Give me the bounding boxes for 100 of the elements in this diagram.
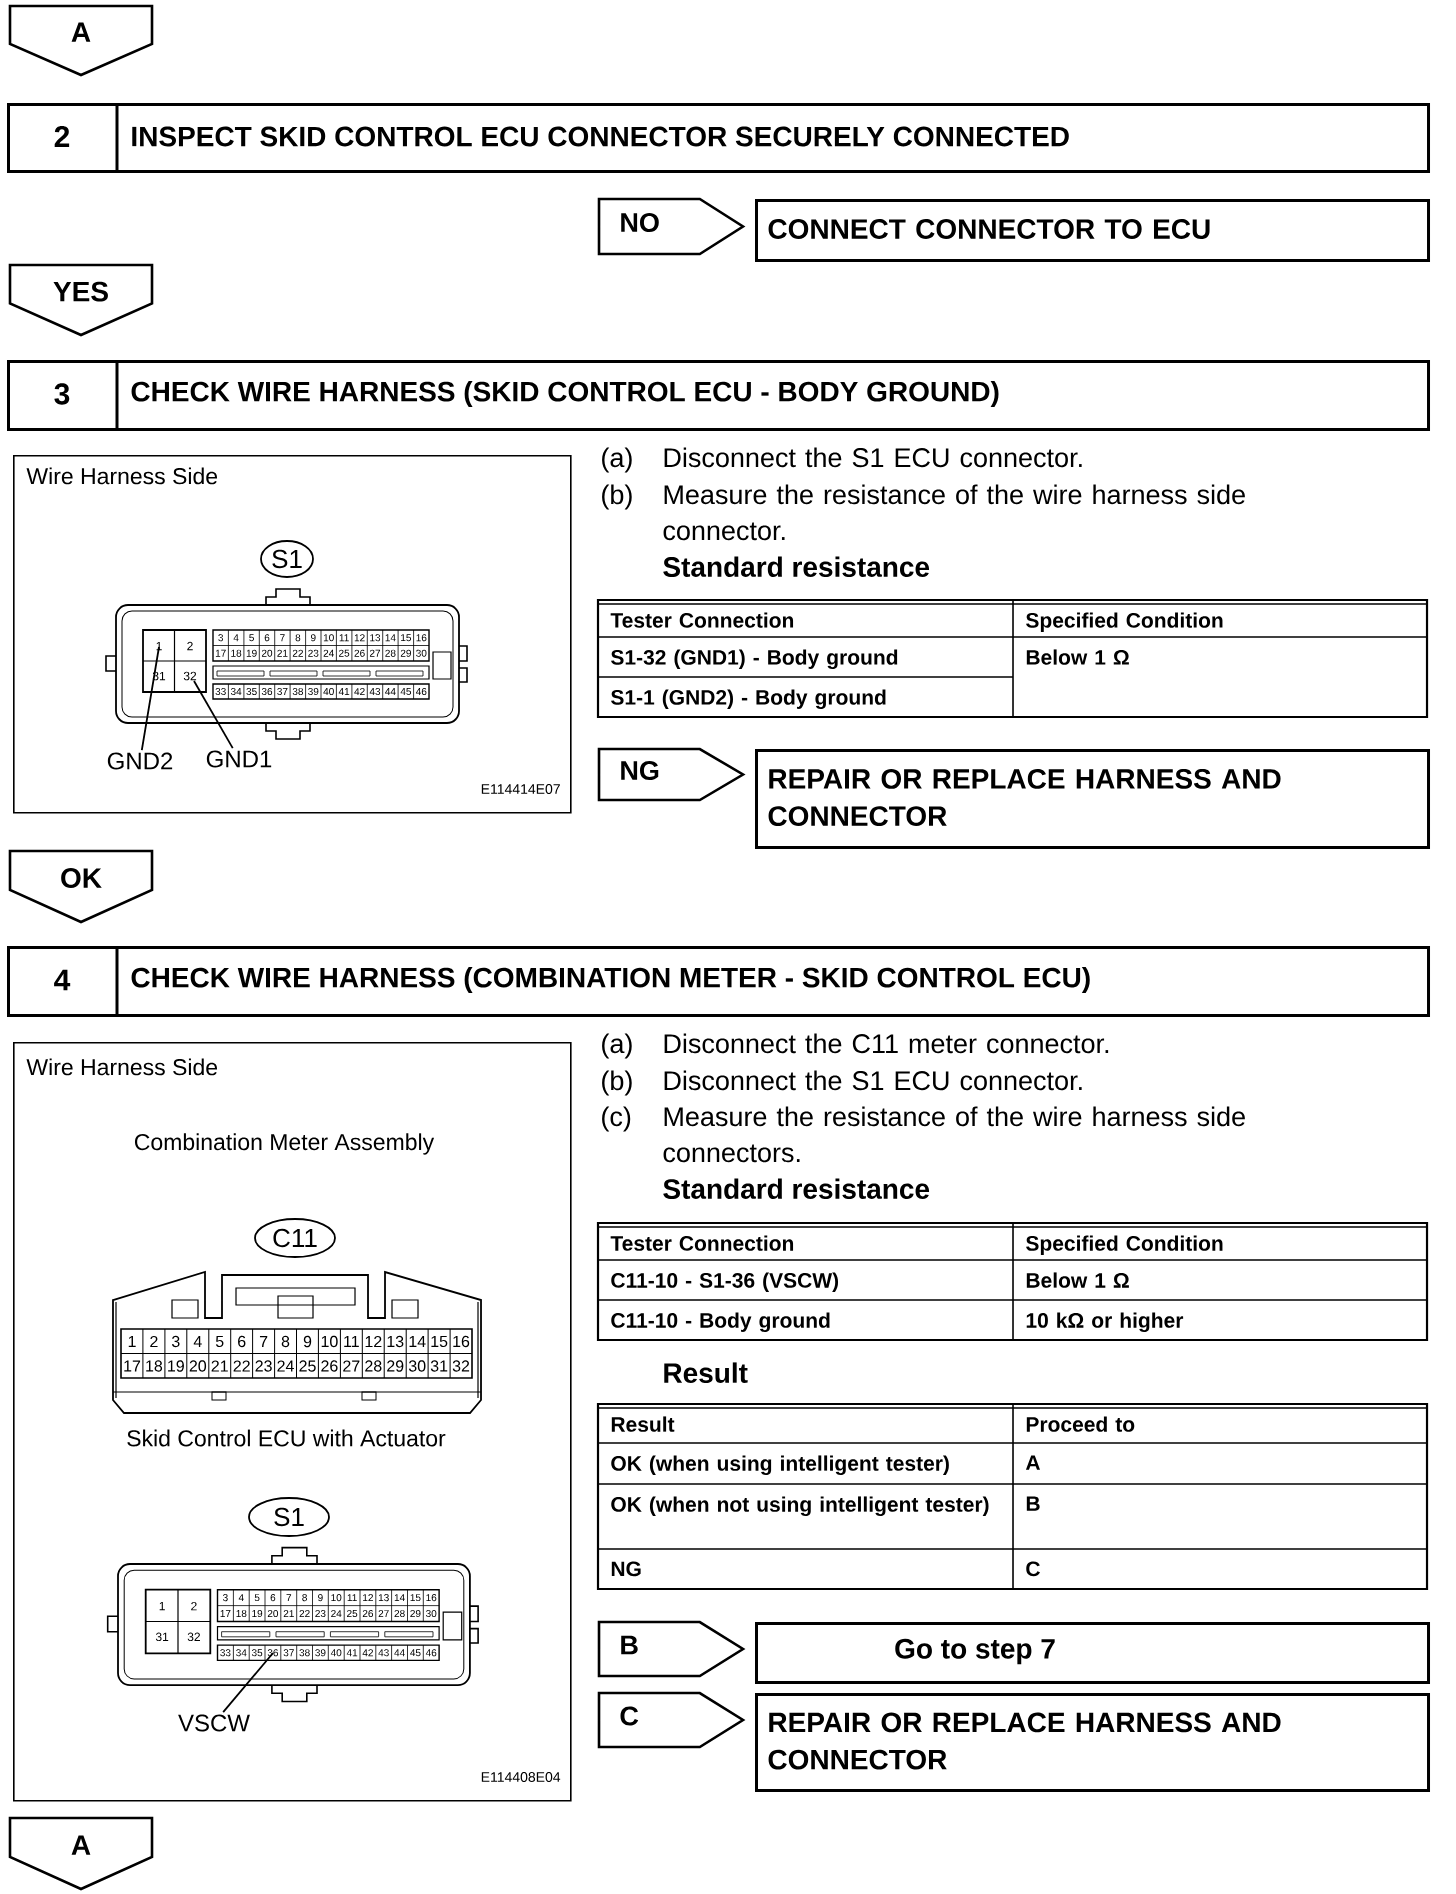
pin-number: 23 xyxy=(315,1609,326,1618)
pin-number: 26 xyxy=(321,1360,338,1372)
pin-number: 7 xyxy=(259,1336,268,1347)
pin-number: 32 xyxy=(187,1632,200,1642)
pin-number: 40 xyxy=(323,687,334,696)
pin-number: 9 xyxy=(311,634,316,642)
pin-number: 17 xyxy=(220,1610,231,1617)
pin-number: 38 xyxy=(292,687,304,696)
table-cell: S1-32 (GND1) - Body ground xyxy=(611,649,898,670)
pin-number: 23 xyxy=(255,1360,272,1372)
pin-number: 31 xyxy=(155,1632,169,1642)
pin-number: 5 xyxy=(254,1594,260,1602)
connector-code-oval: S1 xyxy=(248,1497,330,1537)
pin-number: 30 xyxy=(426,1609,437,1618)
pin-number: 44 xyxy=(394,1649,405,1657)
instruction-text: Measure the resistance of the wire harness side connector. xyxy=(663,484,1245,541)
pin-number: 19 xyxy=(252,1609,263,1618)
pin-number: 44 xyxy=(385,688,396,695)
pin-number: 35 xyxy=(251,1649,263,1657)
table-cell: Result xyxy=(611,1416,675,1432)
pin-number: 4 xyxy=(238,1594,244,1602)
pin-number: 22 xyxy=(299,1610,310,1617)
pin-number: 27 xyxy=(343,1360,360,1372)
pin-number: 16 xyxy=(426,1594,437,1602)
table-cell: Specified Condition xyxy=(1026,612,1223,632)
pin-number: 19 xyxy=(246,649,257,657)
pin-number: 9 xyxy=(303,1335,312,1348)
subheading: Result xyxy=(664,1362,748,1383)
pin-number: 8 xyxy=(281,1335,290,1348)
pin-number: 4 xyxy=(193,1336,202,1347)
leader-line xyxy=(140,646,160,751)
pin-number: 34 xyxy=(236,1649,247,1657)
pin-number: 11 xyxy=(344,1336,359,1347)
pin-number: 14 xyxy=(385,634,396,642)
pin-number: 29 xyxy=(410,1609,421,1618)
pin-number: 35 xyxy=(246,687,257,696)
pin-number: 3 xyxy=(218,634,224,642)
pin-number: 27 xyxy=(378,1610,389,1617)
pin-number: 17 xyxy=(124,1360,141,1372)
table-cell: C11-10 - S1-36 (VSCW) xyxy=(611,1272,839,1292)
pointer-tag: B xyxy=(597,1620,746,1678)
table-cell: OK (when not using intelligent tester) xyxy=(611,1496,989,1517)
pin-number: 15 xyxy=(401,634,412,642)
connector-drawing xyxy=(106,1546,479,1703)
pin-number: 4 xyxy=(233,634,239,642)
pin-name: GND1 xyxy=(206,750,272,768)
table-cell: Tester Connection xyxy=(610,612,794,628)
pin-number: 13 xyxy=(378,1594,389,1602)
pointer-tag: NO xyxy=(597,197,746,256)
pin-number: 8 xyxy=(302,1594,307,1602)
table-cell: Tester Connection xyxy=(610,1235,794,1251)
pin-number: 7 xyxy=(286,1594,292,1602)
pin-number: 19 xyxy=(168,1360,184,1372)
pin-number: 15 xyxy=(410,1594,421,1602)
pin-number: 7 xyxy=(280,634,285,642)
step-header: 3 CHECK WIRE HARNESS (SKID CONTROL ECU - BODY GROUND) xyxy=(7,360,1430,431)
pin-number: 26 xyxy=(354,649,365,657)
table-cell: NG xyxy=(611,1561,641,1577)
step-letter: (b) xyxy=(602,1070,632,1096)
pin-number: 18 xyxy=(146,1360,163,1372)
subheading: Standard resistance xyxy=(663,1178,930,1199)
pin-number: 8 xyxy=(295,634,301,642)
table-cell: Specified Condition xyxy=(1026,1235,1223,1255)
pin-number: 22 xyxy=(233,1360,250,1372)
pin-number: 20 xyxy=(267,1609,279,1618)
table-cell: B xyxy=(1026,1496,1040,1511)
pin-number: 12 xyxy=(354,634,365,642)
pin-number: 42 xyxy=(362,1649,373,1657)
pin-name: GND2 xyxy=(107,752,173,770)
pin-number: 41 xyxy=(338,688,350,695)
pin-number: 37 xyxy=(277,687,288,696)
step-letter: (b) xyxy=(602,484,632,510)
pin-number: 18 xyxy=(236,1609,247,1618)
step-letter: (c) xyxy=(602,1106,631,1132)
pin-number: 10 xyxy=(323,634,334,642)
pin-number: 21 xyxy=(277,649,288,657)
instruction-text: Measure the resistance of the wire harness side connectors. xyxy=(663,1106,1245,1163)
pin-number: 34 xyxy=(230,687,242,696)
pin-number: 21 xyxy=(211,1360,228,1372)
pin-number: 40 xyxy=(330,1649,342,1657)
connector-code-oval: C11 xyxy=(254,1218,336,1258)
pin-number: 29 xyxy=(400,649,411,657)
pin-number: 45 xyxy=(410,1649,421,1657)
instruction-text: Disconnect the S1 ECU connector. xyxy=(664,1070,1082,1091)
leader-line xyxy=(193,680,234,749)
pin-number: 28 xyxy=(365,1360,382,1372)
connector-code-oval: S1 xyxy=(260,540,314,578)
pin-number: 11 xyxy=(347,1594,357,1602)
action-box: CONNECT CONNECTOR TO ECU xyxy=(755,199,1430,262)
pin-number: 43 xyxy=(369,687,381,696)
pin-number: 30 xyxy=(408,1360,426,1372)
connector-drawing xyxy=(112,1270,482,1414)
pin-number: 28 xyxy=(385,649,396,657)
pin-number: 31 xyxy=(430,1360,448,1372)
pin-number: 11 xyxy=(339,634,349,642)
pin-number: 36 xyxy=(261,687,273,696)
pin-number: 29 xyxy=(387,1360,404,1372)
table-cell: Proceed to xyxy=(1026,1416,1135,1432)
pin-number: 6 xyxy=(264,634,270,642)
pin-number: 3 xyxy=(171,1335,180,1348)
